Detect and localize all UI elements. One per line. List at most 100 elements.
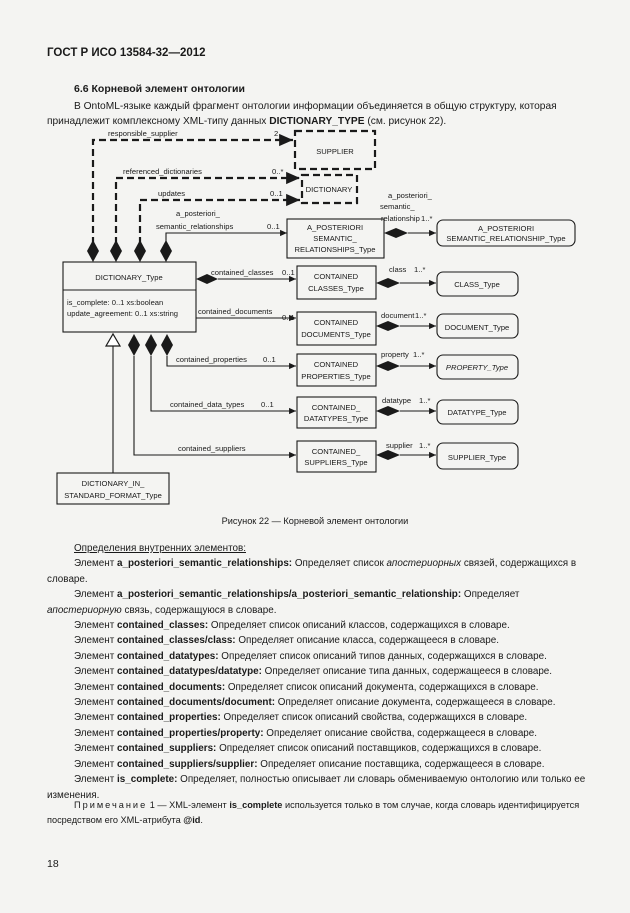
properties-lbl: property: [381, 350, 409, 359]
documents-rel: contained_documents: [198, 307, 273, 316]
apost-lbl-1: a_posteriori_: [388, 191, 433, 200]
definition-post1: Определяет описание документа, содержаще…: [275, 697, 556, 709]
definition-pre: Элемент: [74, 758, 118, 770]
definition-post1: Определяет описание поставщика, содержащ…: [257, 758, 545, 770]
definition-term: is_complete:: [117, 774, 178, 786]
definition-term: a_posteriori_semantic_relationships/a_po…: [117, 589, 462, 601]
definition-post1: Определяет список описаний документа, со…: [225, 681, 539, 693]
definition-pre: Элемент: [74, 697, 118, 709]
definition-term: contained_datatypes/datatype:: [117, 666, 262, 678]
apost-target-2: SEMANTIC_RELATIONSHIP_Type: [446, 234, 565, 243]
supplier-box: [293, 129, 377, 171]
definition-term: contained_documents:: [117, 681, 226, 693]
definition-term: contained_datatypes:: [117, 650, 219, 662]
contained-classes-box: [296, 265, 377, 300]
note-end: .: [200, 815, 203, 826]
note-text: 1 — XML-элемент: [147, 800, 230, 810]
class-type: CLASS_Type: [454, 280, 500, 289]
note-attr: @id: [183, 815, 201, 826]
apost-rel-1: a_posteriori_: [176, 209, 221, 218]
definition-item: Элемент contained_datatypes/datatype: Оп…: [47, 664, 587, 679]
main-class-name: DICTIONARY_Type: [95, 273, 162, 282]
updates-card: 0..1: [270, 189, 283, 198]
document-header: ГОСТ Р ИСО 13584-32—2012: [47, 47, 206, 59]
apost-card2: 1..*: [421, 214, 432, 223]
suppliers-card2: 1..*: [419, 441, 430, 450]
supplier-type-box: [436, 442, 519, 470]
documents-lbl: document: [381, 311, 415, 320]
classes-box-2: CLASSES_Type: [308, 284, 364, 293]
definition-item: Элемент a_posteriori_semantic_relationsh…: [47, 556, 587, 587]
document-type: DOCUMENT_Type: [445, 323, 510, 332]
sub-class-name-1: DICTIONARY_IN_: [82, 479, 146, 488]
classes-rel: contained_classes: [211, 268, 274, 277]
apost-lbl-2: semantic_: [380, 202, 415, 211]
classes-card: 0..1: [282, 268, 295, 277]
definition-pre: Элемент: [74, 712, 118, 724]
section-title: 6.6 Корневой элемент онтологии: [74, 83, 245, 95]
definition-post1: Определяет список описаний свойства, сод…: [220, 712, 528, 724]
definitions: Определения внутренних элементов: Элемен…: [47, 541, 587, 803]
documents-box-2: DOCUMENTS_Type: [301, 330, 371, 339]
note-label: Примечание: [74, 800, 148, 810]
definition-pre: Элемент: [74, 681, 118, 693]
a-posteriori-relationships-box: [286, 218, 385, 259]
intro-text: В OntoML-языке каждый фрагмент онтологии…: [47, 101, 557, 127]
supplier-name: SUPPLIER: [316, 147, 354, 156]
properties-card: 0..1: [263, 355, 276, 364]
datatype-type-box: [436, 399, 519, 425]
datatypes-rel: contained_data_types: [170, 400, 245, 409]
definition-italic: апостериорную: [47, 604, 122, 616]
a-posteriori-target-box: [436, 219, 576, 247]
definition-post1: Определяет список: [292, 558, 387, 570]
apost-card: 0..1: [267, 222, 280, 231]
datatype-type: DATATYPE_Type: [447, 408, 506, 417]
contained-documents-box: [296, 311, 377, 346]
attr-is-complete: is_complete: 0..1 xs:boolean: [67, 298, 163, 307]
definition-item: Элемент contained_suppliers: Определяет …: [47, 741, 587, 756]
definition-post1: Определяет описание класса, содержащееся…: [235, 635, 499, 647]
intro-type: DICTIONARY_TYPE: [269, 116, 365, 127]
suppliers-rel: contained_suppliers: [178, 444, 246, 453]
contained-properties-box: [296, 353, 377, 387]
document-type-box: [436, 313, 519, 339]
properties-card2: 1..*: [413, 350, 424, 359]
note: Примечание 1 — XML-элемент is_complete и…: [47, 798, 587, 829]
definition-term: a_posteriori_semantic_relationships:: [117, 558, 293, 570]
dictionary-name: DICTIONARY: [306, 185, 353, 194]
definition-item: Элемент contained_documents/document: Оп…: [47, 695, 587, 710]
apost-box-3: RELATIONSHIPS_Type: [295, 245, 376, 254]
property-type-box: [436, 354, 519, 380]
apost-rel-2: semantic_relationships: [156, 222, 233, 231]
definition-post1: Определяет список описаний поставщиков, …: [216, 743, 542, 755]
definition-post1: Определяет список описаний типов данных,…: [218, 650, 547, 662]
definition-term: contained_classes/class:: [117, 635, 236, 647]
definition-item: Элемент contained_documents: Определяет …: [47, 680, 587, 695]
definition-pre: Элемент: [74, 650, 118, 662]
definition-pre: Элемент: [74, 620, 118, 632]
definition-term: contained_documents/document:: [117, 697, 276, 709]
documents-card2: 1..*: [415, 311, 426, 320]
definition-item: Элемент contained_datatypes: Определяет …: [47, 649, 587, 664]
attr-update-agreement: update_agreement: 0..1 xs:string: [67, 309, 178, 318]
definition-term: contained_properties:: [117, 712, 221, 724]
definition-pre: Элемент: [74, 589, 118, 601]
datatypes-card2: 1..*: [419, 396, 430, 405]
definition-post1: Определяет описание типа данных, содержа…: [261, 666, 553, 678]
intro-text-end: (см. рисунок 22).: [364, 116, 447, 127]
generalization-arrow: [104, 332, 122, 347]
classes-lbl: class: [389, 265, 407, 274]
documents-card: 0..1: [282, 313, 295, 322]
referenced-card: 0..*: [272, 167, 283, 176]
definition-item: Элемент contained_classes/class: Определ…: [47, 633, 587, 648]
figure-caption: Рисунок 22 — Корневой элемент онтологии: [221, 516, 409, 526]
datatypes-box-2: DATATYPES_Type: [304, 414, 368, 423]
definition-post1: Определяет описание свойства, содержащее…: [263, 727, 538, 739]
dictionary-type-box: [62, 261, 197, 333]
definition-post2: связь, содержащуюся в словаре.: [121, 604, 277, 616]
definition-item: Элемент a_posteriori_semantic_relationsh…: [47, 587, 587, 618]
suppliers-lbl: supplier: [386, 441, 413, 450]
definition-pre: Элемент: [74, 774, 118, 786]
definition-pre: Элемент: [74, 558, 118, 570]
